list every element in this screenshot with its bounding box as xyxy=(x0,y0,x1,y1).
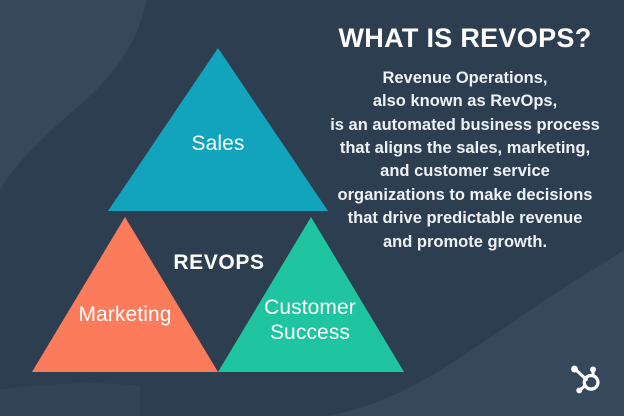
triangle-customer-success[interactable] xyxy=(218,217,404,372)
triangle-label-marketing: Marketing xyxy=(78,303,172,326)
page-title: WHAT IS REVOPS? xyxy=(338,23,592,53)
body-line: and customer service xyxy=(380,162,550,181)
body-line: that drive predictable revenue xyxy=(347,209,583,228)
diagram-center-label-revops: REVOPS xyxy=(173,251,265,274)
body-line: Revenue Operations, xyxy=(382,68,548,87)
copy-block: WHAT IS REVOPS? Revenue Operations, also… xyxy=(312,23,618,254)
triangle-label-customer-success: Customer Success xyxy=(264,296,356,344)
logo-node-bottom-left xyxy=(576,387,583,394)
triangle-marketing[interactable] xyxy=(32,217,218,372)
body-line: and promote growth. xyxy=(382,232,548,251)
body-line: is an automated business process xyxy=(330,115,600,134)
logo-node-top-left xyxy=(571,365,578,373)
body-line: also known as RevOps, xyxy=(372,92,558,111)
logo-node-top-right xyxy=(590,366,596,373)
triangle-sales[interactable] xyxy=(108,48,328,211)
body-line: that aligns the sales, marketing, xyxy=(339,138,591,157)
body-line: organizations to make decisions xyxy=(337,185,593,204)
hubspot-sprocket-logo xyxy=(571,365,600,394)
logo-ring xyxy=(582,373,600,391)
body-copy: Revenue Operations, also known as RevOps… xyxy=(312,67,618,254)
triangle-label-sales: Sales xyxy=(191,132,245,155)
